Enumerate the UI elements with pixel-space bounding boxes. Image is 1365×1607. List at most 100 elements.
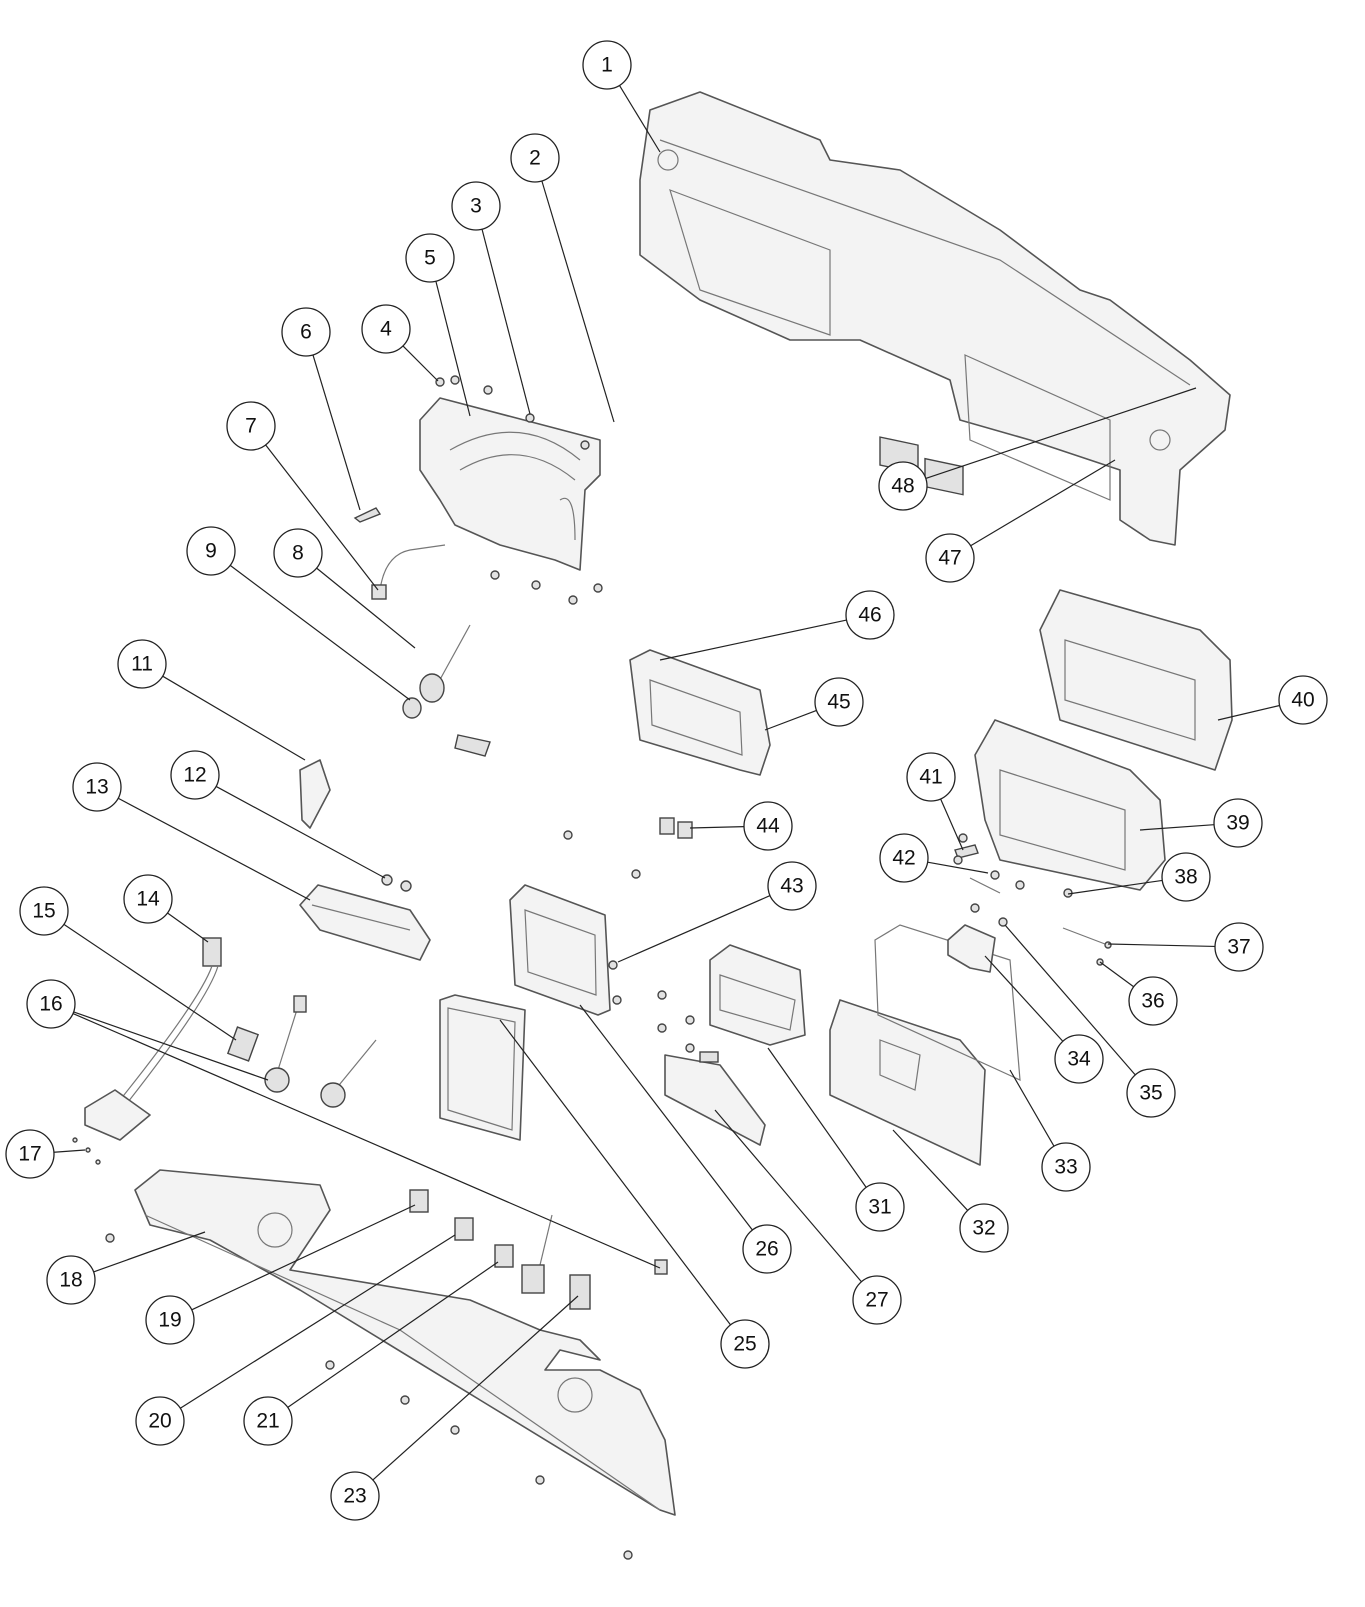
part-cover-27	[664, 1051, 766, 1146]
part-switches-19-21	[409, 1189, 514, 1268]
callout-circle	[1054, 1034, 1104, 1084]
callout-number: 25	[733, 1333, 756, 1356]
leader-line-45	[764, 709, 817, 731]
callout-number: 19	[158, 1309, 181, 1332]
callout-circle	[330, 1471, 380, 1521]
leader-line-36	[1099, 961, 1135, 988]
callout-circle	[1041, 1142, 1091, 1192]
callout-circle	[72, 762, 122, 812]
callout-circle	[281, 307, 331, 357]
callout-number: 33	[1054, 1156, 1077, 1179]
part-display-glass-25	[439, 994, 526, 1141]
callout-circle	[1214, 922, 1264, 972]
callout-15: 15	[19, 886, 69, 936]
leader-line-8	[316, 567, 416, 649]
leader-line-34	[984, 955, 1064, 1042]
callout-circle	[852, 1275, 902, 1325]
callout-26: 26	[742, 1224, 792, 1274]
callout-32: 32	[959, 1203, 1009, 1253]
part-screws-17	[72, 1137, 101, 1165]
callout-circle	[959, 1203, 1009, 1253]
part-dashboard-frame	[639, 91, 1231, 546]
leader-line-19	[191, 1204, 416, 1311]
callout-6: 6	[281, 307, 331, 357]
leader-line-44	[689, 826, 745, 829]
callout-circle	[170, 750, 220, 800]
callout-circle	[1128, 976, 1178, 1026]
callout-circle	[361, 304, 411, 354]
leader-line-16	[72, 1012, 661, 1269]
callout-circle	[1126, 1068, 1176, 1118]
callout-33: 33	[1041, 1142, 1091, 1192]
callout-number: 31	[868, 1196, 891, 1219]
callout-circle	[1278, 675, 1328, 725]
callout-circle	[845, 590, 895, 640]
part-display-housing-26	[509, 884, 611, 1016]
callout-number: 44	[756, 815, 780, 838]
callout-20: 20	[135, 1396, 185, 1446]
callout-43: 43	[767, 861, 817, 911]
leader-line-12	[215, 785, 386, 879]
callout-number: 47	[938, 547, 961, 570]
callout-number: 17	[18, 1143, 41, 1166]
part-plate	[454, 734, 491, 757]
callout-44: 44	[743, 801, 793, 851]
leader-line-20	[179, 1234, 456, 1409]
callout-number: 41	[919, 766, 942, 789]
callout-7: 7	[226, 401, 276, 451]
callout-number: 46	[858, 604, 881, 627]
callout-number: 39	[1226, 812, 1249, 835]
callout-number: 32	[972, 1217, 995, 1240]
leader-line-26	[579, 1004, 753, 1231]
callout-circle	[582, 40, 632, 90]
part-hardware-35-42	[953, 833, 1112, 966]
callout-circle	[135, 1396, 185, 1446]
callout-40: 40	[1278, 675, 1328, 725]
leader-line-6	[312, 354, 361, 511]
leader-line-13	[117, 797, 311, 901]
callout-13: 13	[72, 762, 122, 812]
callout-11: 11	[117, 639, 167, 689]
callout-number: 20	[148, 1410, 171, 1433]
part-small-bracket-6	[353, 507, 382, 523]
callout-46: 46	[845, 590, 895, 640]
part-wire-harness-7	[371, 544, 446, 600]
callout-number: 23	[343, 1485, 366, 1508]
callout-8: 8	[273, 528, 323, 578]
callout-16: 16	[26, 979, 76, 1029]
part-knob-8	[419, 624, 471, 703]
part-glovebox-door-32	[829, 999, 986, 1166]
leader-line-17	[53, 1149, 86, 1153]
callout-35: 35	[1126, 1068, 1176, 1118]
callout-circle	[243, 1396, 293, 1446]
leader-line-1	[618, 85, 661, 153]
leader-line-15	[63, 923, 237, 1041]
leader-line-21	[287, 1261, 499, 1408]
callout-number: 1	[601, 54, 613, 77]
part-glovebox-39	[974, 719, 1166, 891]
callout-18: 18	[46, 1255, 96, 1305]
leader-line-23	[372, 1295, 579, 1481]
leader-line-37	[1107, 943, 1216, 948]
callout-circle	[855, 1182, 905, 1232]
callout-number: 9	[205, 540, 217, 563]
callout-5: 5	[405, 233, 455, 283]
callout-circle	[720, 1319, 770, 1369]
callout-circle	[743, 801, 793, 851]
leader-line-42	[927, 861, 989, 874]
callout-14: 14	[123, 874, 173, 924]
callout-9: 9	[186, 526, 236, 576]
callout-48: 48	[878, 461, 928, 511]
callout-number: 14	[136, 888, 160, 911]
part-glovebox-40	[1039, 589, 1233, 771]
callout-19: 19	[145, 1295, 195, 1345]
callout-number: 45	[827, 691, 850, 714]
leader-line-41	[940, 798, 964, 851]
callout-circle	[273, 528, 323, 578]
callout-number: 36	[1141, 990, 1164, 1013]
callout-12: 12	[170, 750, 220, 800]
leader-lines-layer	[53, 85, 1280, 1481]
part-clip-25	[654, 1259, 668, 1275]
